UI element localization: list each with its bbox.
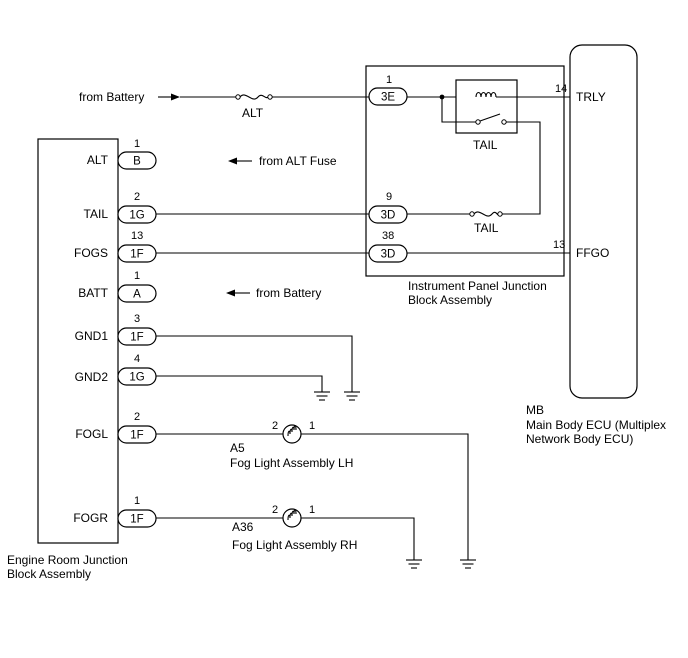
er-connector-1f-fogl-label: 1F [130, 430, 143, 442]
er-jb-name-line1: Engine Room Junction [7, 553, 128, 567]
alt-fuse-source-arrow-head [228, 157, 237, 165]
er-jb-name-line2: Block Assembly [7, 567, 91, 581]
ecu-name-line2: Network Body ECU) [526, 432, 633, 446]
ground-symbol-gnd2 [314, 391, 330, 401]
tail-fuse-label: TAIL [474, 221, 499, 235]
ecu-name-line1: Main Body ECU (Multiplex [526, 418, 666, 432]
wire-gnd2-to-ground [156, 375, 323, 392]
ip-jb-name-line1: Instrument Panel Junction [408, 279, 547, 293]
fog-light-rh-bulb-icon [282, 508, 302, 528]
alt-fuse-symbol [235, 94, 273, 100]
er-connector-b [117, 151, 157, 170]
battery-source-label: from Battery [256, 286, 321, 300]
fog-light-lh-pin-in: 2 [272, 420, 278, 432]
ip-pin-1: 1 [386, 74, 392, 86]
top-battery-arrow-head [171, 93, 180, 101]
er-connector-1g-gnd2-label: 1G [129, 372, 144, 384]
er-terminal-batt: BATT [78, 286, 108, 300]
top-battery-source-label: from Battery [79, 90, 144, 104]
tail-relay-label: TAIL [473, 138, 498, 152]
relay-switch-contact-right [501, 119, 507, 125]
fog-light-rh-pin-out: 1 [309, 504, 315, 516]
ground-symbol-rh [406, 559, 422, 569]
er-pin-alt: 1 [134, 138, 140, 150]
er-pin-fogr: 1 [134, 495, 140, 507]
er-connector-b-label: B [133, 156, 141, 168]
er-terminal-alt: ALT [87, 153, 109, 167]
ground-symbol-gnd1 [344, 391, 360, 401]
ecu-terminal-ffgo: FFGO [576, 246, 609, 260]
ip-jb-name-line2: Block Assembly [408, 293, 492, 307]
relay-switch-contact-left [475, 119, 481, 125]
wire-relay-node-to-switch [441, 97, 476, 123]
ecu-terminal-trly: TRLY [576, 90, 606, 104]
er-connector-1f-fogr-label: 1F [130, 514, 143, 526]
wire-gnd1-to-ground [156, 335, 353, 392]
er-connector-1f-gnd1-label: 1F [130, 332, 143, 344]
fog-light-rh-code: A36 [232, 520, 254, 534]
er-terminal-fogs: FOGS [74, 246, 108, 260]
er-terminal-gnd1: GND1 [75, 329, 109, 343]
ecu-code: MB [526, 403, 544, 417]
er-terminal-gnd2: GND2 [75, 370, 109, 384]
fog-light-lh-name: Fog Light Assembly LH [230, 456, 353, 470]
er-terminal-tail: TAIL [84, 207, 109, 221]
relay-coil-symbol [475, 91, 497, 98]
engine-room-junction-block [37, 138, 119, 544]
er-connector-a-label: A [133, 289, 141, 301]
er-connector-1g-tail-label: 1G [129, 210, 144, 222]
wire-switch-to-tail-fuse [502, 121, 541, 215]
er-connector-a [117, 284, 157, 303]
ip-pin-38: 38 [382, 230, 394, 242]
er-terminal-fogr: FOGR [73, 511, 108, 525]
tail-fuse-symbol [469, 211, 503, 217]
ip-connector-3d-38-label: 3D [381, 249, 396, 261]
alt-fuse-source-label: from ALT Fuse [259, 154, 337, 168]
battery-source-arrow-head [226, 289, 235, 297]
ip-connector-3d-9-label: 3D [381, 210, 396, 222]
fog-light-lh-code: A5 [230, 441, 245, 455]
main-body-ecu [569, 44, 638, 399]
fog-light-lh-bulb-icon [282, 424, 302, 444]
fog-light-rh-name: Fog Light Assembly RH [232, 538, 357, 552]
ecu-pin-13: 13 [553, 239, 565, 251]
fog-light-lh-pin-out: 1 [309, 420, 315, 432]
ip-pin-9: 9 [386, 191, 392, 203]
tail-relay-box [455, 79, 518, 134]
fog-light-rh-pin-in: 2 [272, 504, 278, 516]
relay-switch-arm [479, 113, 501, 122]
er-terminal-fogl: FOGL [75, 427, 108, 441]
ip-connector-3e-label: 3E [381, 92, 395, 104]
er-pin-fogl: 2 [134, 411, 140, 423]
er-pin-tail: 2 [134, 191, 140, 203]
er-connector-1f-fogs-label: 1F [130, 249, 143, 261]
er-pin-gnd2: 4 [134, 353, 140, 365]
er-pin-fogs: 13 [131, 230, 143, 242]
wire-lh-lamp-to-ground [301, 433, 469, 560]
er-pin-gnd1: 3 [134, 313, 140, 325]
alt-fuse-label: ALT [242, 106, 264, 120]
ground-symbol-lh [460, 559, 476, 569]
wire-rh-lamp-to-ground [301, 517, 415, 560]
er-pin-batt: 1 [134, 270, 140, 282]
ecu-pin-14: 14 [555, 83, 567, 95]
